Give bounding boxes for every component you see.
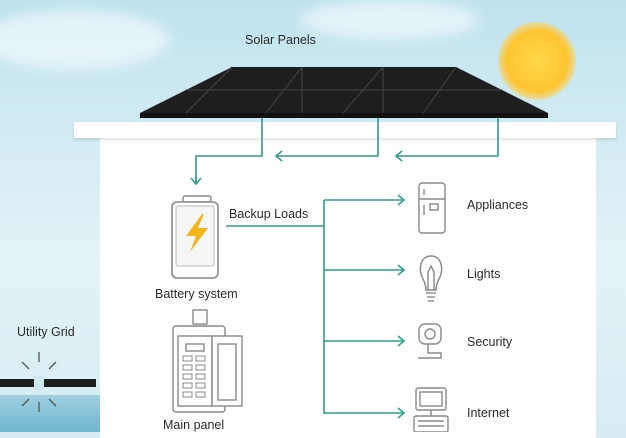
- arrowhead-battery: [190, 177, 202, 186]
- security-camera-icon: [418, 323, 442, 359]
- cloud: [0, 10, 170, 70]
- arrowhead-appliances: [397, 194, 406, 206]
- lights-label: Lights: [467, 267, 501, 281]
- refrigerator-icon: [418, 182, 446, 234]
- solar-panels-label: Solar Panels: [245, 33, 316, 47]
- arrowhead-internet: [397, 407, 406, 419]
- utility-grid-label: Utility Grid: [17, 325, 75, 339]
- security-label: Security: [467, 335, 513, 349]
- lightning-bolt-icon: [186, 214, 208, 252]
- computer-icon: [413, 387, 449, 432]
- backup-loads-lines: [226, 199, 404, 414]
- arrowhead-left-2: [394, 150, 403, 162]
- roof-trim: [74, 122, 616, 138]
- arrowhead-security: [397, 335, 406, 347]
- arrowhead-left-1: [274, 150, 283, 162]
- solar-panel-icon: [140, 66, 548, 118]
- arrowhead-lights: [397, 264, 406, 276]
- power-line-icon: [0, 352, 96, 412]
- sun: [498, 22, 576, 100]
- backup-loads-label: Backup Loads: [229, 207, 309, 221]
- breaker-switches: [182, 355, 206, 398]
- cloud: [300, 0, 480, 40]
- light-bulb-icon: [419, 255, 443, 302]
- sea: [0, 395, 100, 432]
- internet-label: Internet: [467, 406, 510, 420]
- solar-flow-lines: [195, 118, 499, 184]
- appliances-label: Appliances: [467, 198, 529, 212]
- main-panel-label: Main panel: [163, 418, 225, 432]
- battery-system-label: Battery system: [155, 287, 238, 301]
- battery-icon: [171, 195, 219, 279]
